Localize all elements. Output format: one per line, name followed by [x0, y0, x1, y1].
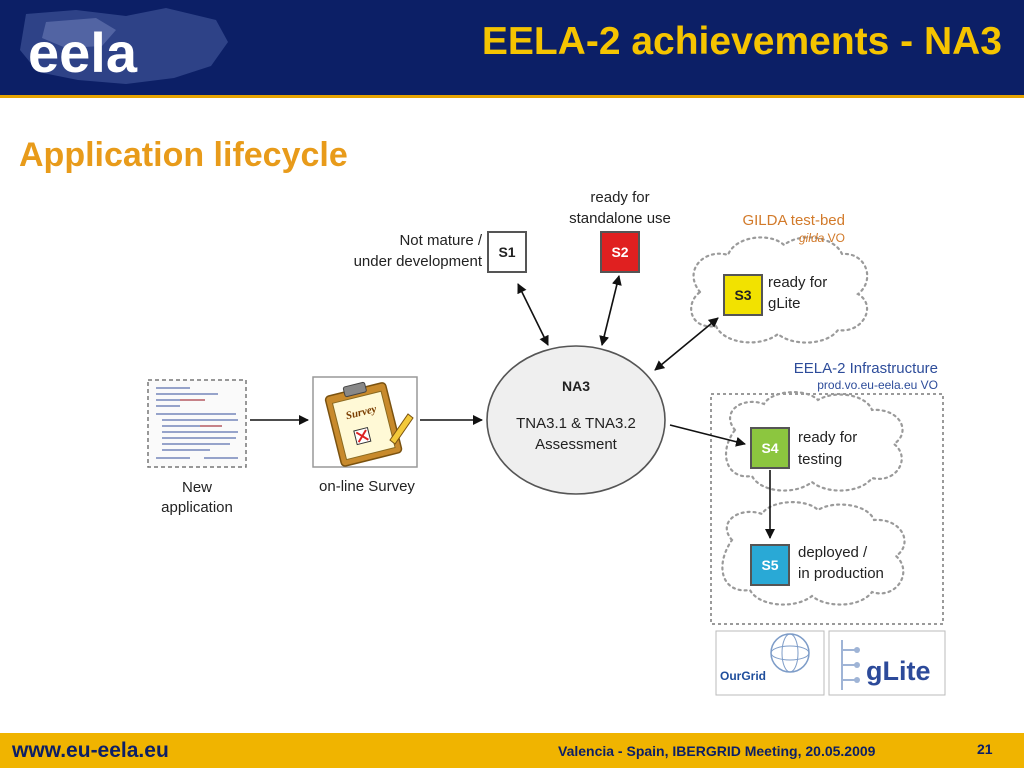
- s1-box: [487, 231, 527, 273]
- s5-box: [750, 544, 790, 586]
- section-subtitle: Application lifecycle: [19, 136, 348, 174]
- survey-label: on-line Survey: [319, 478, 415, 495]
- code-document-icon: [147, 379, 247, 468]
- arrow-na3-s2: [599, 275, 622, 346]
- s1-badge: S1: [498, 244, 516, 260]
- s3-label-line1: ready for: [768, 274, 828, 291]
- na3-title: NA3: [561, 378, 590, 394]
- gilda-vo-suffix: VO: [827, 231, 845, 245]
- gilda-title: GILDA test-bed: [742, 212, 845, 229]
- gilda-cloud: [690, 236, 869, 344]
- arrow-na3-s4: [669, 424, 746, 447]
- slide-title: EELA-2 achievements - NA3: [481, 20, 1002, 63]
- s2-badge: S2: [611, 244, 629, 260]
- s5-badge: S5: [761, 557, 779, 573]
- s5-label-line1: deployed /: [798, 544, 868, 561]
- ourgrid-logo: OurGrid: [715, 630, 825, 696]
- footer-url[interactable]: www.eu-eela.eu: [12, 739, 169, 762]
- s1-label-line2: under development: [353, 253, 482, 270]
- s4-label-line1: ready for: [798, 429, 858, 446]
- s4-badge: S4: [761, 440, 779, 456]
- header-bar: eela EELA-2 achievements - NA3: [0, 0, 1024, 98]
- new-app-line2: application: [161, 499, 233, 516]
- infra-vo: prod.vo.eu-eela.eu VO: [817, 378, 938, 392]
- survey-clipboard-icon: Survey: [312, 376, 418, 468]
- infra-title: EELA-2 Infrastructure: [793, 360, 938, 377]
- s3-box: [723, 274, 763, 316]
- logo-text: eela: [28, 21, 138, 84]
- footer-bar: www.eu-eela.eu Valencia - Spain, IBERGRI…: [0, 733, 1024, 768]
- s2-label-line2: standalone use: [569, 210, 671, 227]
- page-number: 21: [977, 741, 993, 757]
- s2-label-line1: ready for: [590, 189, 650, 206]
- na3-node: [486, 345, 666, 495]
- ourgrid-text: OurGrid: [720, 669, 766, 683]
- footer-event: Valencia - Spain, IBERGRID Meeting, 20.0…: [558, 743, 876, 759]
- s2-box: [600, 231, 640, 273]
- glite-logo: gLite: [828, 630, 946, 696]
- arrow-na3-s3: [654, 317, 719, 371]
- s5-label-line2: in production: [798, 565, 884, 582]
- eela-logo: eela: [20, 8, 228, 84]
- new-app-line1: New: [181, 479, 212, 496]
- glite-text: gLite: [866, 656, 931, 686]
- s5-cloud: [721, 501, 906, 606]
- infra-frame: [710, 393, 944, 625]
- gilda-vo-name: gilda: [798, 231, 825, 245]
- arrow-na3-s1: [517, 283, 549, 346]
- na3-line2: Assessment: [535, 436, 617, 453]
- na3-line1: TNA3.1 & TNA3.2: [516, 415, 636, 432]
- s3-badge: S3: [734, 287, 752, 303]
- s4-cloud: [725, 391, 904, 492]
- s1-label-line1: Not mature /: [399, 232, 482, 249]
- s4-box: [750, 427, 790, 469]
- s4-label-line2: testing: [798, 451, 843, 468]
- s3-label-line2: gLite: [768, 295, 801, 312]
- gilda-vo: gilda VO: [700, 228, 845, 249]
